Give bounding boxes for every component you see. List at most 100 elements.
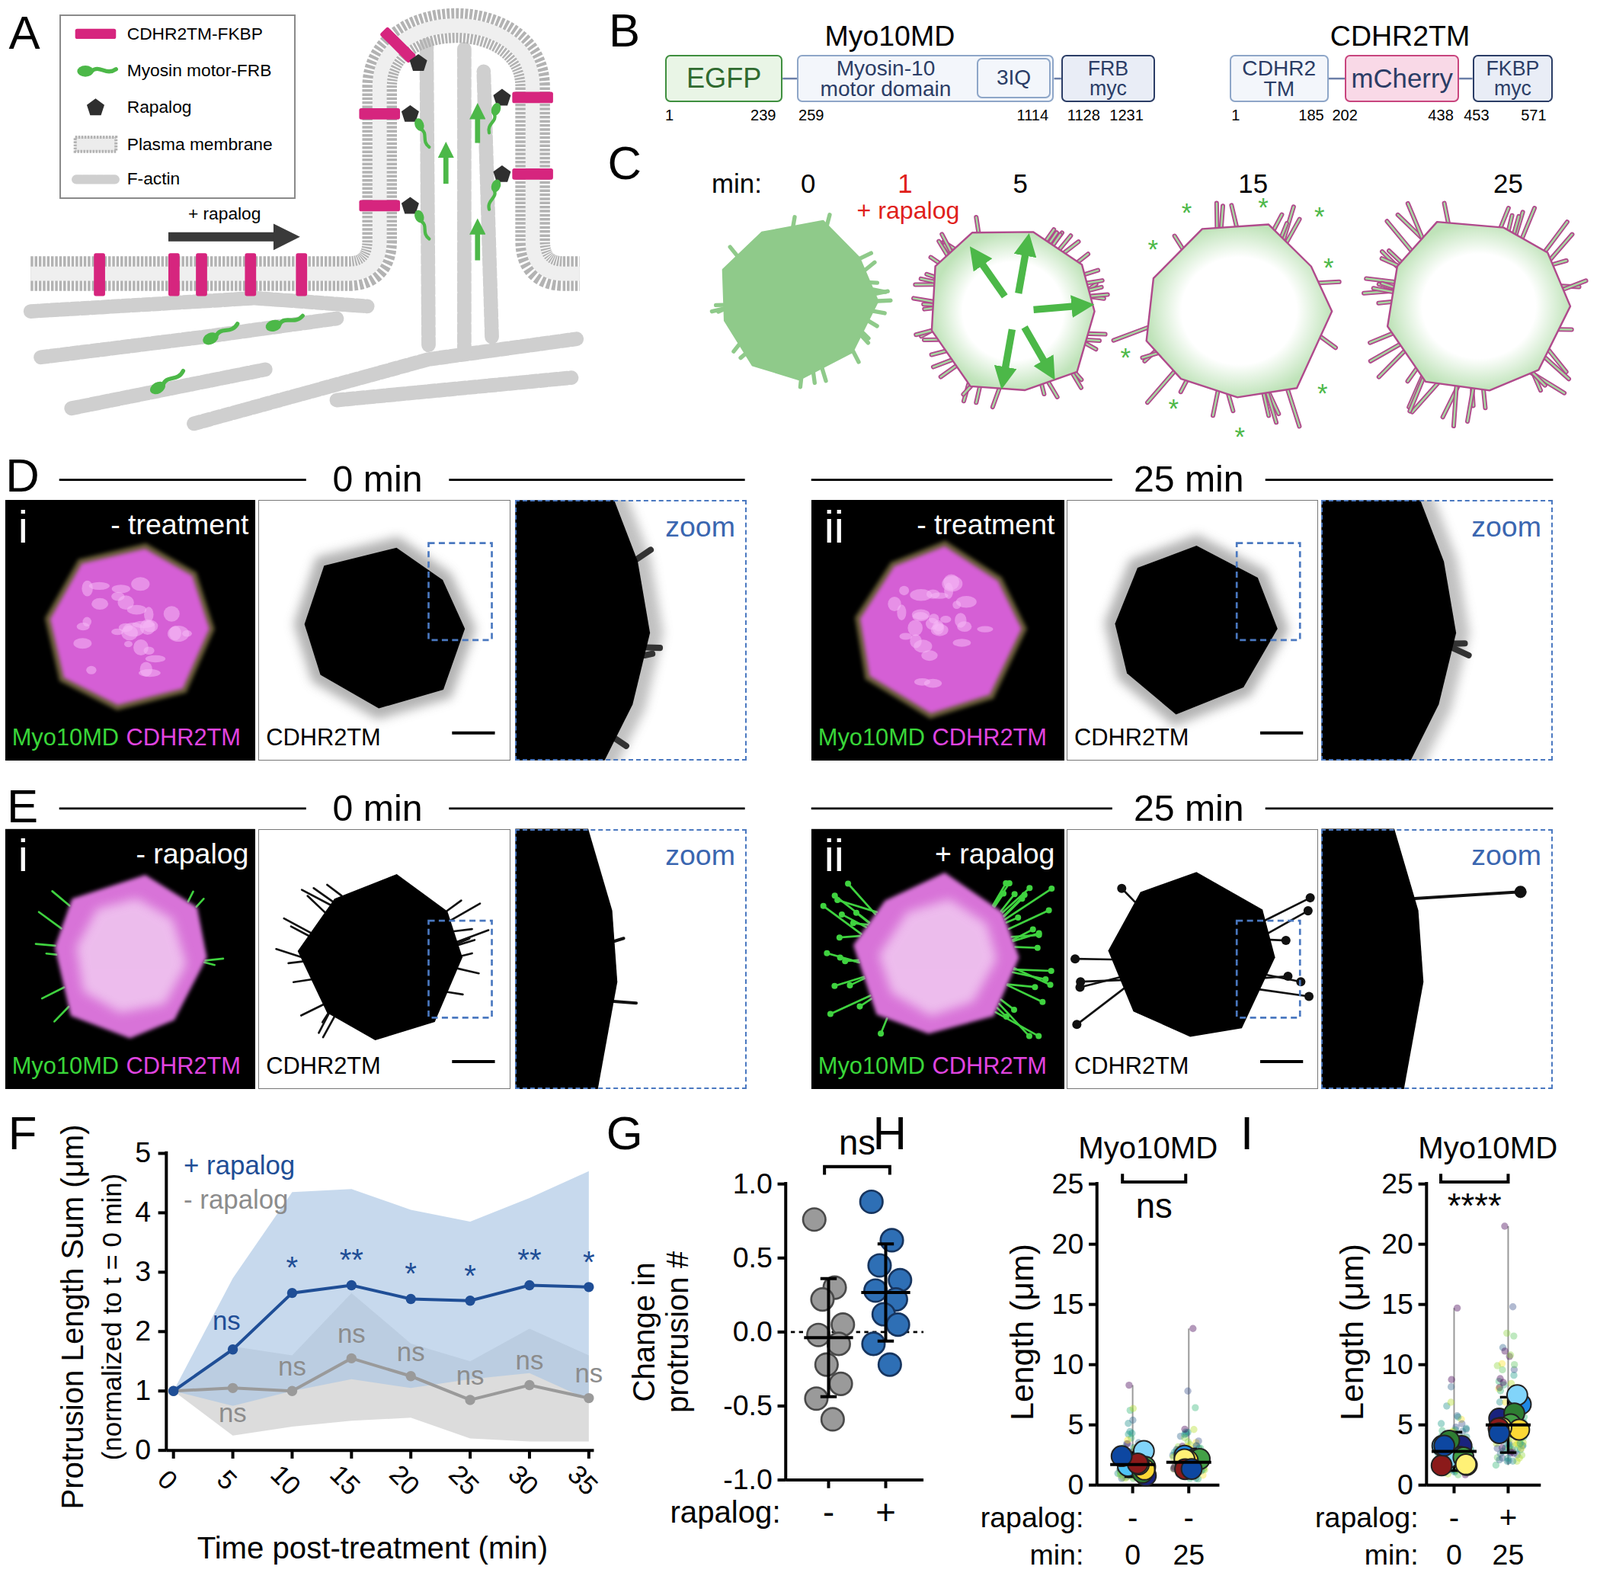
protrusion (1408, 203, 1423, 239)
figure-label: Length (μm) (1004, 1243, 1040, 1421)
figure-label: 4 (134, 1196, 151, 1229)
protrusion (924, 307, 933, 309)
protrusion-core (931, 257, 940, 263)
data-point (227, 1344, 238, 1354)
protrusion (926, 274, 935, 277)
figure-label: 0 (134, 1434, 151, 1466)
protrusion-core (1558, 328, 1572, 331)
protrusion-tip (1026, 884, 1033, 891)
protrusion-tip (1070, 953, 1080, 964)
cell-texture (112, 584, 131, 593)
figure-label: 25 (1172, 1539, 1205, 1571)
protrusion-tip (1039, 998, 1046, 1005)
data-point (821, 1408, 844, 1431)
figure-label: 185 (1298, 106, 1325, 124)
protrusion-core (1281, 223, 1287, 237)
panel-text: CDHR2TM (265, 724, 381, 751)
tick (528, 1449, 532, 1459)
tick (1418, 1363, 1428, 1367)
domain-label: CDHR2 TM (1238, 57, 1320, 100)
figure-label: * (1168, 393, 1179, 423)
figure-label: 2 (134, 1315, 151, 1348)
figure-label: 1 (665, 106, 674, 124)
protrusion (1414, 891, 1521, 899)
legend-swatch (73, 23, 119, 45)
micrograph (1321, 499, 1553, 761)
protrusion-core (1088, 287, 1102, 291)
figure-label: rapalog: (1315, 1501, 1419, 1533)
protrusion-core (1078, 253, 1088, 263)
tick (231, 1449, 235, 1459)
cell-texture (86, 665, 96, 675)
protrusion (1444, 203, 1449, 224)
protrusion (1513, 216, 1519, 234)
cell-rim (860, 546, 1022, 714)
protrusion-core (1550, 234, 1572, 260)
protrusion-core (1048, 381, 1058, 397)
cell-body (297, 873, 463, 1040)
figure-label: 25 (1052, 1168, 1085, 1200)
protrusion (196, 898, 205, 907)
figure-label: CDHR2TM (1330, 21, 1470, 53)
protrusion (995, 1011, 1040, 1036)
protrusion-tip (1048, 967, 1055, 974)
legend-text: CDHR2TM-FKBP (127, 24, 263, 44)
panel-text: i (18, 831, 29, 881)
figure-label: 0.5 (732, 1241, 773, 1274)
protrusion (998, 1003, 1030, 1036)
protrusion-tip (820, 902, 827, 909)
figure-label: 438 (1427, 106, 1454, 124)
error-bar (883, 1243, 887, 1341)
tick (158, 1210, 167, 1214)
protrusion-core (1072, 373, 1082, 388)
data-point (862, 1332, 885, 1355)
protrusion (1221, 205, 1223, 228)
protrusion-tip (846, 982, 853, 989)
protrusion-core (1366, 278, 1395, 282)
data-point (815, 1353, 838, 1376)
micrograph-panel: CDHR2TM (258, 499, 511, 761)
protrusion (877, 298, 891, 304)
tick (172, 1449, 176, 1459)
protrusion-tip (856, 1003, 863, 1010)
figure-label: 1 (134, 1375, 151, 1407)
protrusion-core (1216, 203, 1219, 228)
micrograph-panel: i- treatmentMyo10MDCDHR2TM (5, 499, 256, 761)
panel-text: Myo10MD (818, 1052, 925, 1079)
data-point (346, 1353, 357, 1364)
protrusion (1012, 928, 1034, 940)
error-cap (1500, 1450, 1517, 1453)
panel-text: - treatment (110, 509, 249, 541)
figure-label: 0.0 (732, 1315, 773, 1348)
protrusion (1409, 377, 1424, 411)
figure-label: Myo10MD (1078, 1131, 1218, 1165)
protrusion-tip (1002, 880, 1009, 887)
protrusion (1373, 288, 1394, 292)
cell-body (1107, 871, 1275, 1037)
protrusion (812, 372, 815, 384)
panel-text: CDHR2TM (125, 1052, 241, 1079)
significance-bracket (1122, 1173, 1186, 1182)
protrusion-core (1113, 327, 1149, 341)
micrograph (1066, 499, 1319, 761)
fuzzy-edge (1114, 545, 1277, 715)
data-point (287, 1287, 298, 1298)
tick (777, 1330, 787, 1334)
protrusion-tip (841, 957, 848, 964)
figure-label: 0 (1067, 1468, 1084, 1501)
figure-label: **** (1447, 1187, 1502, 1226)
linker-connector (1053, 78, 1061, 80)
protrusion (992, 883, 1006, 906)
zoom-region (428, 543, 493, 640)
significance-bracket (1440, 1173, 1508, 1182)
tick (349, 1449, 353, 1459)
data-point (827, 1332, 850, 1355)
protrusion (1508, 215, 1513, 231)
iq-motif-box: 3IQ (976, 57, 1050, 100)
protrusion (300, 1004, 324, 1015)
protrusion (933, 359, 953, 367)
actin-filaments (30, 44, 577, 424)
cell-texture (932, 620, 944, 635)
tick (777, 1404, 787, 1408)
cell-region (515, 828, 618, 1090)
